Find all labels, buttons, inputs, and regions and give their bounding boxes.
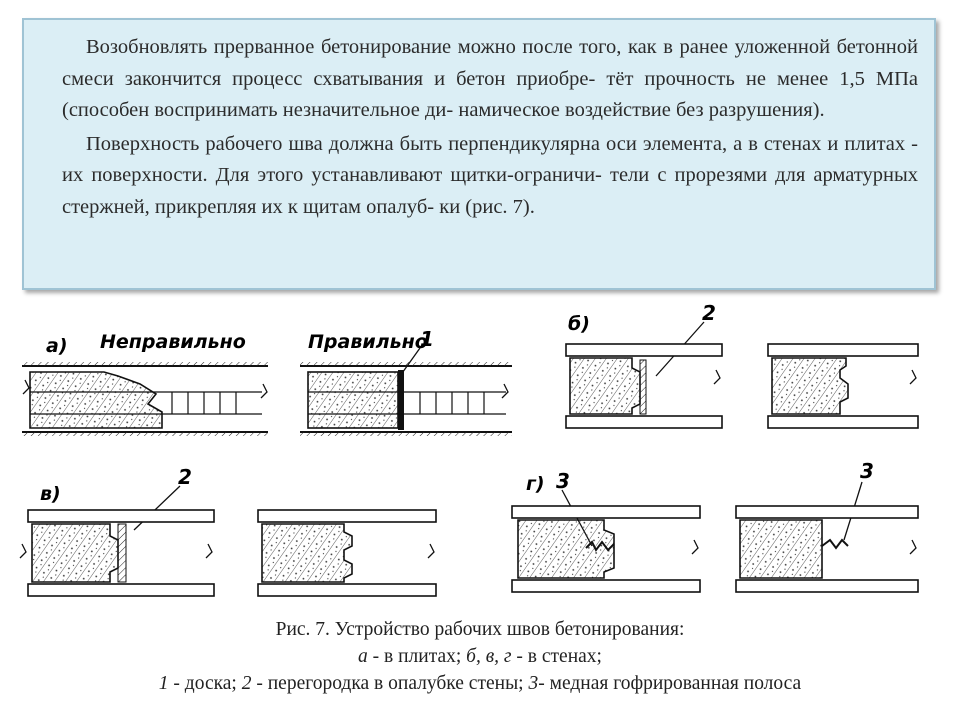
paragraph-1: Возобновлять прерванное бетонирование мо… [62,36,918,121]
label-b: б) [568,313,590,335]
diagram-g: г) 3 3 [511,459,919,593]
figure-7-drawing: а) Неправильно Правильно 1 б) 2 [19,301,919,597]
caption-line-3: 1 - доска; 2 - перегородка в опалубке ст… [0,670,960,697]
label-right: Правильно [308,331,428,353]
caption-3-text: - медная гофрированная полоса [538,673,802,694]
label-wrong: Неправильно [100,331,246,353]
callout-1: 1 [420,327,434,351]
caption-bvg-text: - в стенах; [511,646,602,667]
callout-3-right: 3 [860,459,874,483]
callout-2-v: 2 [178,465,192,489]
paragraph-2: Поверхность рабочего шва должна быть пер… [62,132,918,218]
caption-3: 3 [528,673,539,694]
callout-3-left: 3 [556,469,570,493]
diagram-v: в) 2 [19,465,437,597]
text-box: Возобновлять прерванное бетонирование мо… [22,18,936,290]
diagram-a-right: Правильно 1 [300,327,512,436]
caption-1-text: - доска; [168,673,242,694]
label-g: г) [526,473,545,495]
caption-1: 1 [158,673,169,694]
caption-bvg: б, в, г [466,646,512,667]
figure-caption: Рис. 7. Устройство рабочих швов бетониро… [0,616,960,697]
caption-2-text: - перегородка в опалубке стены; [251,673,529,694]
caption-2: 2 [241,673,252,694]
callout-2-b: 2 [702,301,716,325]
caption-a-text: - в плитах; [367,646,467,667]
caption-line-2: а - в плитах; б, в, г - в стенах; [0,643,960,670]
label-v: в) [40,483,61,505]
label-a: а) [46,335,68,357]
caption-line-1: Рис. 7. Устройство рабочих швов бетониро… [275,619,685,640]
diagram-b: б) 2 [565,301,919,429]
caption-a: а [358,646,368,667]
diagram-a-wrong: а) Неправильно [22,331,268,436]
